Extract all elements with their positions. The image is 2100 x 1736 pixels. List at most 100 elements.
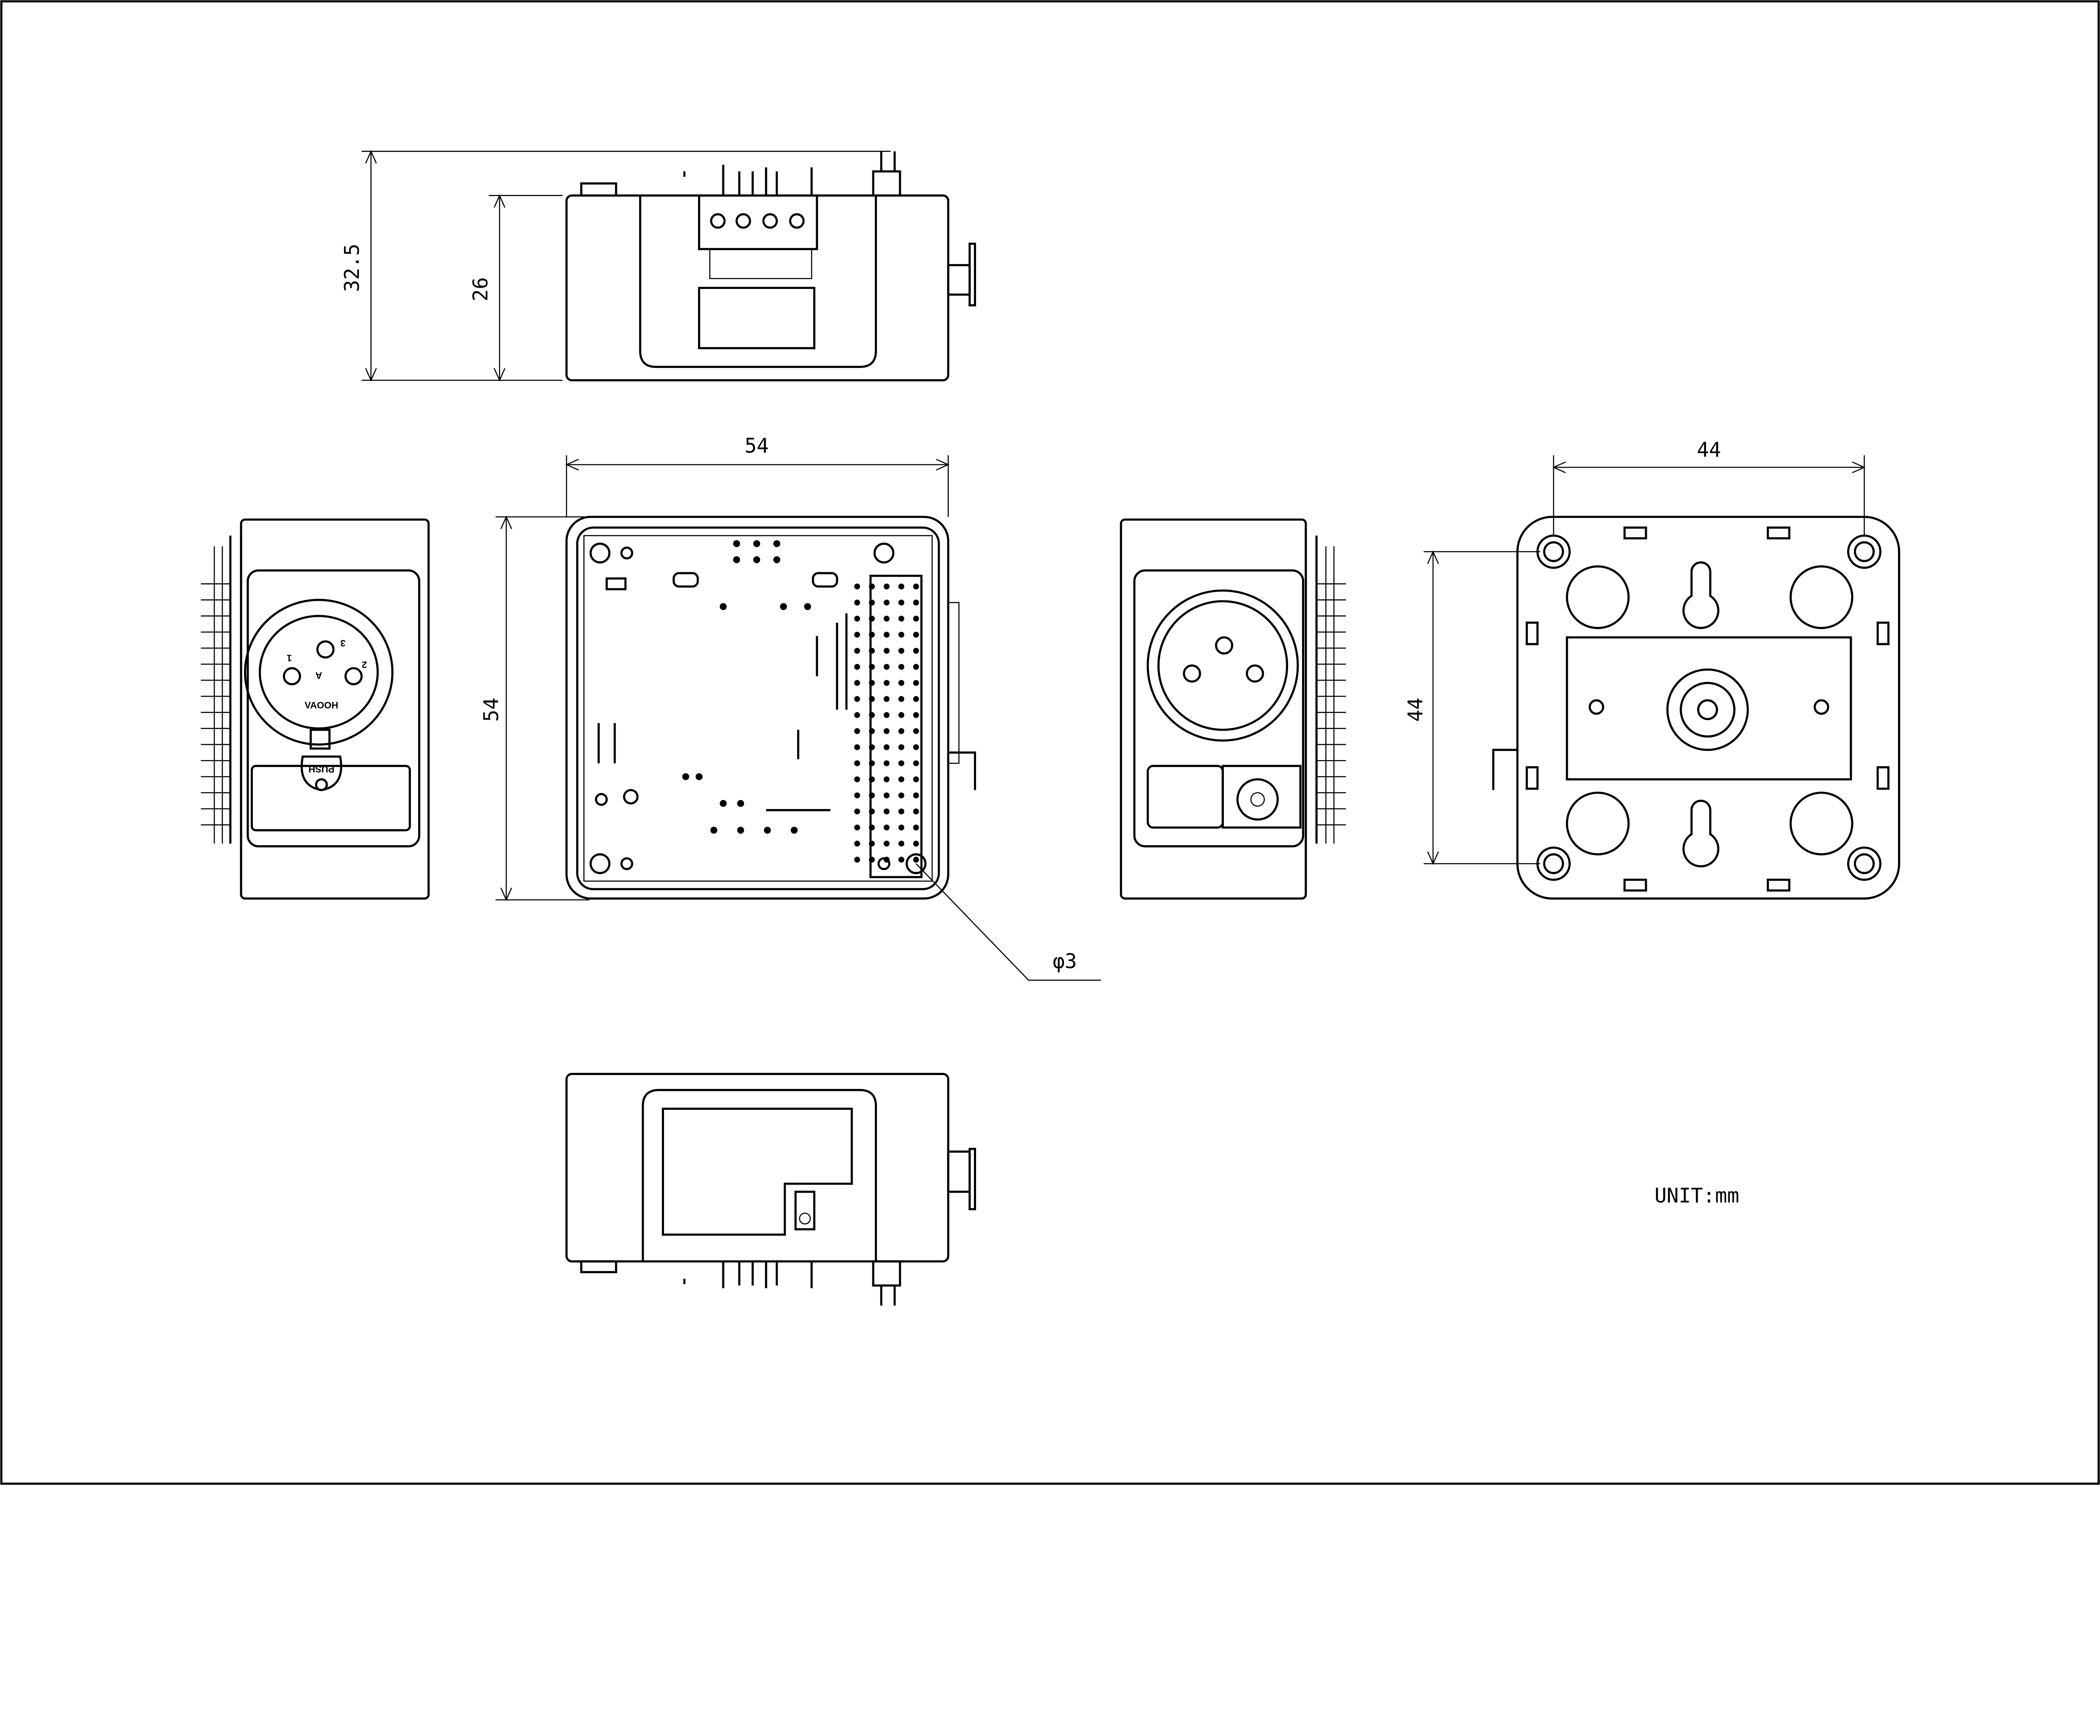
pcb-hole (898, 599, 905, 606)
bottom-view (565, 1073, 976, 1306)
pcb-hole (898, 583, 905, 590)
pcb-hole (883, 632, 890, 638)
unit-label: UNIT:mm (1654, 1185, 1739, 1208)
pcb-hole (883, 712, 890, 718)
pcb-hole (790, 826, 798, 834)
pcb-hole (854, 599, 860, 606)
pcb-hole (913, 680, 919, 686)
pcb-hole (854, 648, 860, 654)
pcb-hole (913, 808, 919, 815)
pcb-hole (913, 712, 919, 718)
pcb-hole (869, 632, 875, 638)
pin-label-1: 1 (287, 653, 292, 663)
pin-header (869, 574, 923, 878)
pcb-hole (869, 663, 875, 670)
pin-label-2: 2 (362, 659, 367, 670)
pcb-hole (883, 808, 890, 815)
pcb-hole (854, 696, 860, 702)
pcb-hole (773, 540, 780, 547)
pcb-hole (898, 616, 905, 622)
pcb-hole (883, 824, 890, 831)
pcb-hole (883, 680, 890, 686)
dim-mount-width: 44 (1697, 438, 1721, 462)
pcb-hole (883, 663, 890, 670)
pcb-hole (854, 632, 860, 638)
pcb-hole (898, 696, 905, 702)
pcb-hole (898, 744, 905, 750)
pcb-hole (733, 556, 740, 564)
pcb-hole (869, 648, 875, 654)
technical-drawing: 32.5 26 1 2 3 A VAOOH PUSH (0, 0, 2100, 1485)
dim-front-width: 54 (745, 435, 769, 458)
pcb-hole (869, 808, 875, 815)
pcb-hole (737, 826, 744, 834)
pcb-hole (913, 728, 919, 734)
pcb-hole (869, 776, 875, 782)
pcb-hole (913, 824, 919, 831)
pcb-hole (883, 840, 890, 847)
pcb-hole (869, 680, 875, 686)
pcb-hole (869, 744, 875, 750)
pcb-hole (883, 776, 890, 782)
pcb-hole (913, 840, 919, 847)
pcb-hole (898, 712, 905, 718)
pcb-hole (780, 603, 787, 610)
pcb-hole (854, 712, 860, 718)
pcb-hole (883, 616, 890, 622)
brand-mark: VAOOH (304, 700, 338, 711)
pcb-hole (854, 760, 860, 766)
pcb-hole (913, 792, 919, 799)
drawing-border (0, 0, 2100, 1485)
pcb-hole (869, 857, 875, 863)
pcb-hole (883, 583, 890, 590)
pcb-hole (883, 744, 890, 750)
dim-hole-diameter: φ3 (1053, 950, 1077, 973)
pcb-hole (753, 556, 760, 564)
pcb-hole (898, 760, 905, 766)
pcb-hole (898, 648, 905, 654)
pcb-hole (913, 632, 919, 638)
pcb-hole (869, 599, 875, 606)
pcb-hole (719, 603, 727, 610)
terminal-block (698, 194, 818, 250)
pcb-hole (710, 826, 717, 834)
pcb-hole (913, 776, 919, 782)
pcb-hole (854, 792, 860, 799)
pcb-hole (913, 583, 919, 590)
pcb-hole (883, 648, 890, 654)
pcb-hole (898, 808, 905, 815)
pcb-hole (869, 696, 875, 702)
pcb-hole (854, 776, 860, 782)
pcb-hole (869, 840, 875, 847)
pcb-hole (854, 808, 860, 815)
pcb-hole (753, 540, 760, 547)
pcb-hole (883, 857, 890, 863)
pcb-hole (913, 760, 919, 766)
pcb-hole (913, 696, 919, 702)
pcb-hole (898, 857, 905, 863)
pcb-hole (854, 857, 860, 863)
pcb-hole (913, 648, 919, 654)
pcb-hole (854, 680, 860, 686)
pcb-hole (733, 540, 740, 547)
pcb-hole (869, 824, 875, 831)
pcb-hole (898, 824, 905, 831)
pcb-hole (854, 663, 860, 670)
pcb-hole (804, 603, 811, 610)
pcb-hole (854, 616, 860, 622)
pcb-hole (913, 744, 919, 750)
pcb-hole (854, 840, 860, 847)
side-view-xlr: 1 2 3 A VAOOH PUSH (201, 518, 430, 900)
push-label: PUSH (308, 764, 334, 774)
pcb-hole (898, 680, 905, 686)
dim-mount-height: 44 (1404, 698, 1427, 722)
pcb-hole (883, 760, 890, 766)
pcb-hole (913, 857, 919, 863)
pin-label-3: 3 (340, 638, 345, 648)
pcb-hole (898, 728, 905, 734)
pcb-hole (883, 792, 890, 799)
pcb-hole (773, 556, 780, 564)
pcb-hole (869, 792, 875, 799)
dim-front-height: 54 (480, 698, 503, 722)
pcb-hole (898, 632, 905, 638)
